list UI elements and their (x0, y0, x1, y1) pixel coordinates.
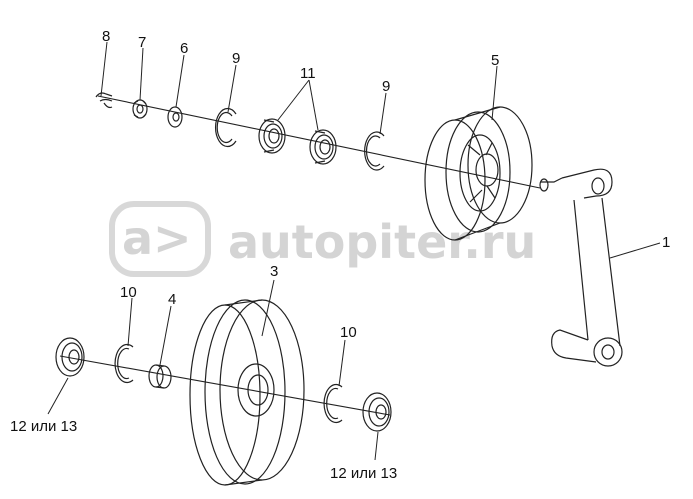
upper-axis-line (97, 95, 541, 189)
watermark-logo (109, 201, 211, 277)
part-6-washer (167, 106, 183, 128)
part-11-bearing-right (309, 129, 337, 165)
part-11-bearing-left (258, 118, 286, 154)
label-6: 6 (180, 40, 188, 57)
part-8-cotter-pin (95, 92, 113, 109)
label-10-right: 10 (340, 324, 357, 341)
label-9-right: 9 (382, 78, 390, 95)
label-4: 4 (168, 291, 176, 308)
part-10-snap-ring-left (114, 343, 134, 384)
part-1-lever-arm (539, 168, 623, 367)
label-11: 11 (300, 65, 316, 82)
part-12-13-bearing-right (362, 392, 392, 432)
label-9-left: 9 (232, 50, 240, 67)
label-12-13-right: 12 или 13 (330, 465, 397, 482)
watermark: a> autopiter.ru (109, 201, 536, 277)
label-3: 3 (270, 263, 278, 280)
part-9-snap-ring-left (215, 107, 237, 148)
label-1: 1 (662, 234, 670, 251)
label-8: 8 (102, 28, 110, 45)
label-10-left: 10 (120, 284, 137, 301)
label-12-13-left: 12 или 13 (10, 418, 77, 435)
part-labels: 1 3 4 5 6 7 8 9 9 10 10 11 12 или 13 12 … (10, 28, 670, 482)
part-3-lower-pulley (189, 299, 305, 486)
part-12-13-bearing-left (55, 337, 85, 377)
label-5: 5 (491, 52, 499, 69)
leader-lines (47, 41, 661, 461)
watermark-logo-glyph: a> (122, 211, 192, 265)
part-4-bushing (148, 364, 172, 389)
part-5-upper-pulley (424, 106, 533, 241)
part-7-nut (132, 99, 148, 119)
part-10-snap-ring-right (323, 383, 343, 424)
label-7: 7 (138, 34, 146, 51)
watermark-text: autopiter.ru (228, 215, 536, 269)
part-9-snap-ring-right (364, 131, 385, 171)
